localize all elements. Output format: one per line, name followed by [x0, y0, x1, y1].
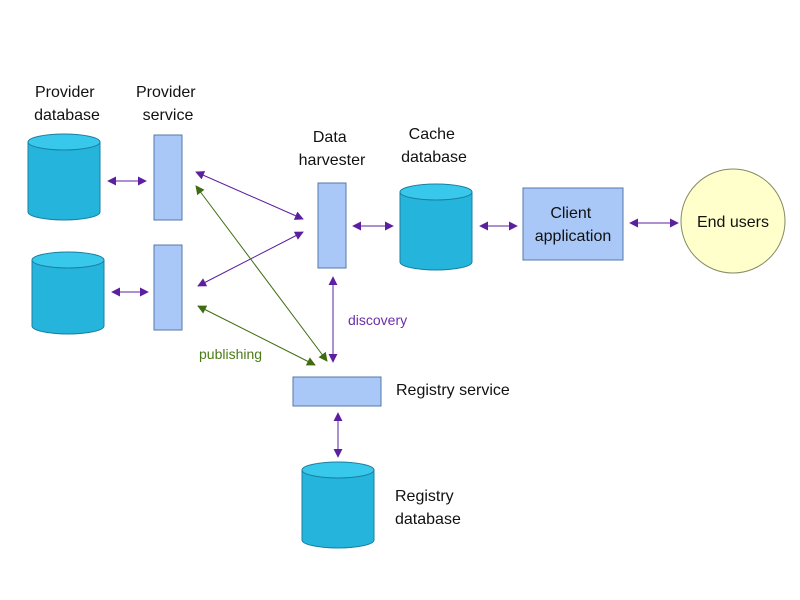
provider-service-2 — [153, 244, 183, 331]
publishing-label: publishing — [199, 346, 262, 362]
data-harvester — [317, 182, 347, 269]
registry-service — [292, 376, 382, 407]
registry-database — [301, 461, 375, 549]
registry-database-label: Registry database — [395, 488, 461, 528]
client-application-label: Client application — [535, 205, 612, 245]
provider-service-label: Provider service — [136, 84, 200, 124]
arrow-publishing-service1 — [195, 185, 328, 362]
arrow-publishing-service2 — [197, 305, 316, 366]
end-users-label: End users — [697, 214, 769, 231]
cache-database-label: Cache database — [401, 126, 467, 166]
end-users-node — [680, 168, 786, 274]
data-harvester-label: Data harvester — [299, 129, 366, 169]
cache-database — [399, 183, 473, 271]
provider-database-label: Provider database — [34, 84, 100, 124]
arrow-service1-harvester — [195, 171, 304, 220]
provider-database-2 — [31, 251, 105, 335]
provider-service-1 — [153, 134, 183, 221]
provider-database-1 — [27, 133, 101, 221]
discovery-label: discovery — [348, 312, 407, 328]
registry-service-label: Registry service — [396, 382, 510, 399]
client-application — [522, 187, 624, 261]
